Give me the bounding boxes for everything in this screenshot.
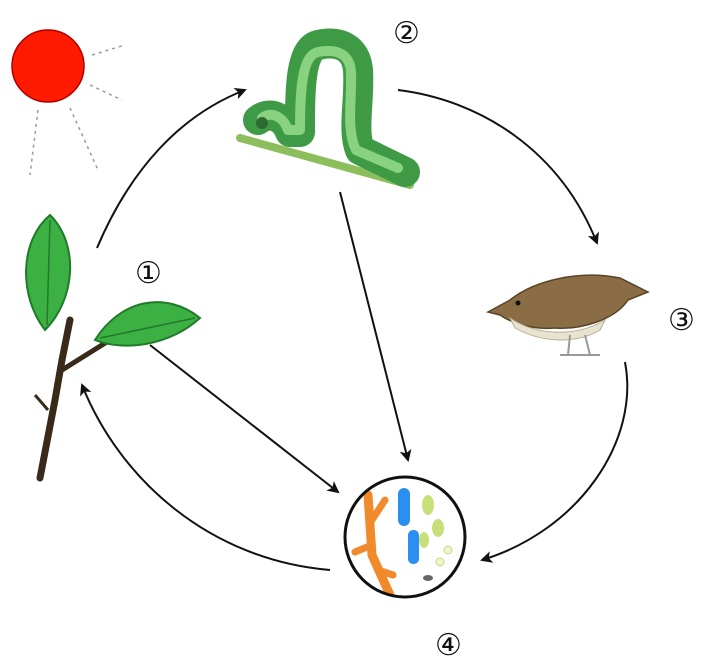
- microbe-icon: [345, 477, 465, 597]
- arrow-microbes-to-plant: [82, 385, 330, 570]
- label-decomposer: ④: [435, 628, 462, 663]
- arrow-caterpillar-to-bird: [398, 90, 597, 243]
- caterpillar-icon: [240, 44, 410, 185]
- arrow-plant-to-caterpillar: [97, 90, 245, 248]
- sun-icon: [12, 30, 125, 175]
- plant-icon: [26, 215, 200, 478]
- label-secondary-consumer: ③: [668, 303, 695, 338]
- bird-icon: [488, 275, 648, 355]
- arrow-plant-to-microbes: [150, 345, 338, 492]
- arrow-bird-to-microbes: [482, 362, 627, 560]
- arrow-caterpillar-to-microbes: [340, 192, 408, 460]
- label-producer: ①: [135, 256, 162, 291]
- label-primary-consumer: ②: [393, 16, 420, 51]
